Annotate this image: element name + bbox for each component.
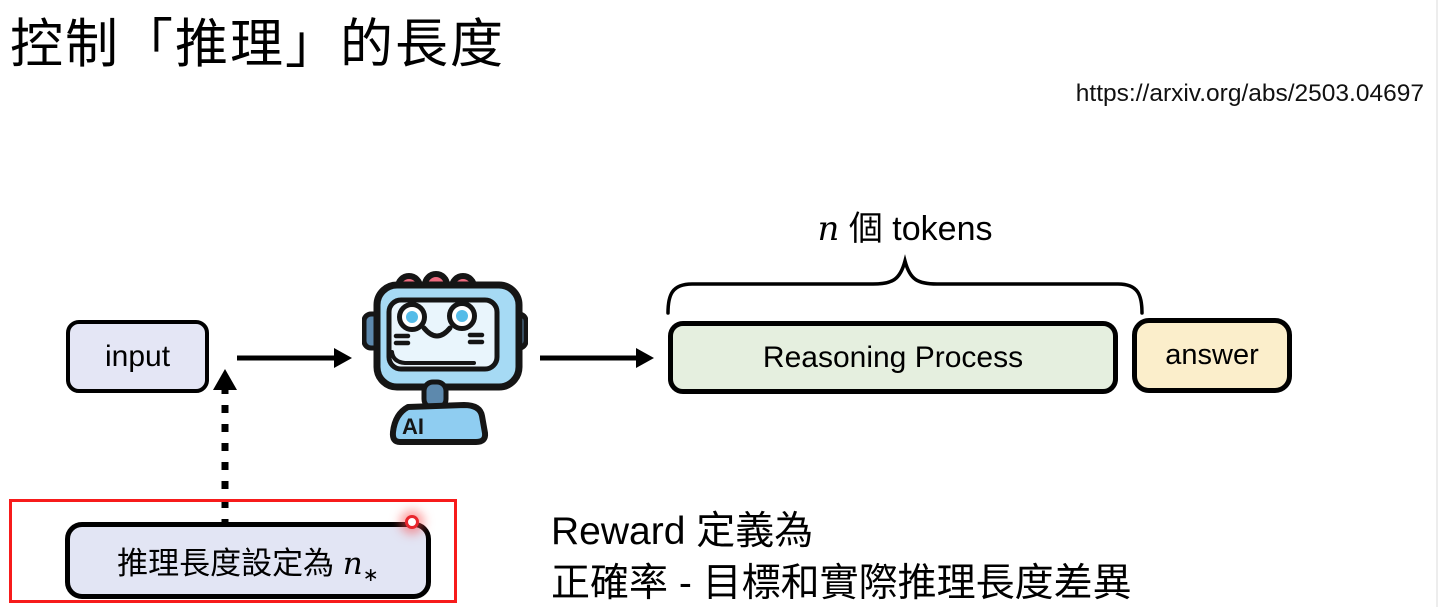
arrow-input-to-model <box>237 348 352 368</box>
input-box: input <box>66 320 209 393</box>
red-highlight-rect <box>9 499 457 603</box>
slide-edge-line <box>1436 0 1438 607</box>
tokens-count-var: n <box>817 209 840 249</box>
target-length-subscript: ∗ <box>362 565 379 587</box>
laser-pointer-dot <box>405 515 419 529</box>
input-box-label: input <box>104 339 171 373</box>
reward-definition-line2: 正確率 - 目標和實際推理長度差異 <box>551 562 1132 605</box>
target-length-prefix: 推理長度設定為 <box>117 546 343 581</box>
reasoning-process-label: Reasoning Process <box>762 340 1024 374</box>
target-length-text: 推理長度設定為 n∗ <box>117 538 379 587</box>
tokens-count-label: n 個 tokens <box>818 201 993 250</box>
target-length-box: 推理長度設定為 n∗ <box>65 522 431 599</box>
robot-badge: AI <box>402 414 424 439</box>
target-length-var: n <box>342 546 363 582</box>
ai-robot-icon: AI <box>362 271 528 445</box>
arrow-model-to-output <box>540 348 654 368</box>
tokens-count-rest: 個 tokens <box>839 210 993 248</box>
page-title: 控制「推理」的長度 <box>10 15 505 74</box>
answer-box: answer <box>1132 318 1292 393</box>
arxiv-link: https://arxiv.org/abs/2503.04697 <box>1075 80 1424 107</box>
reasoning-process-box: Reasoning Process <box>668 321 1118 394</box>
answer-box-label: answer <box>1165 339 1259 371</box>
curly-brace <box>666 254 1144 315</box>
reward-definition-line1: Reward 定義為 <box>551 510 814 553</box>
